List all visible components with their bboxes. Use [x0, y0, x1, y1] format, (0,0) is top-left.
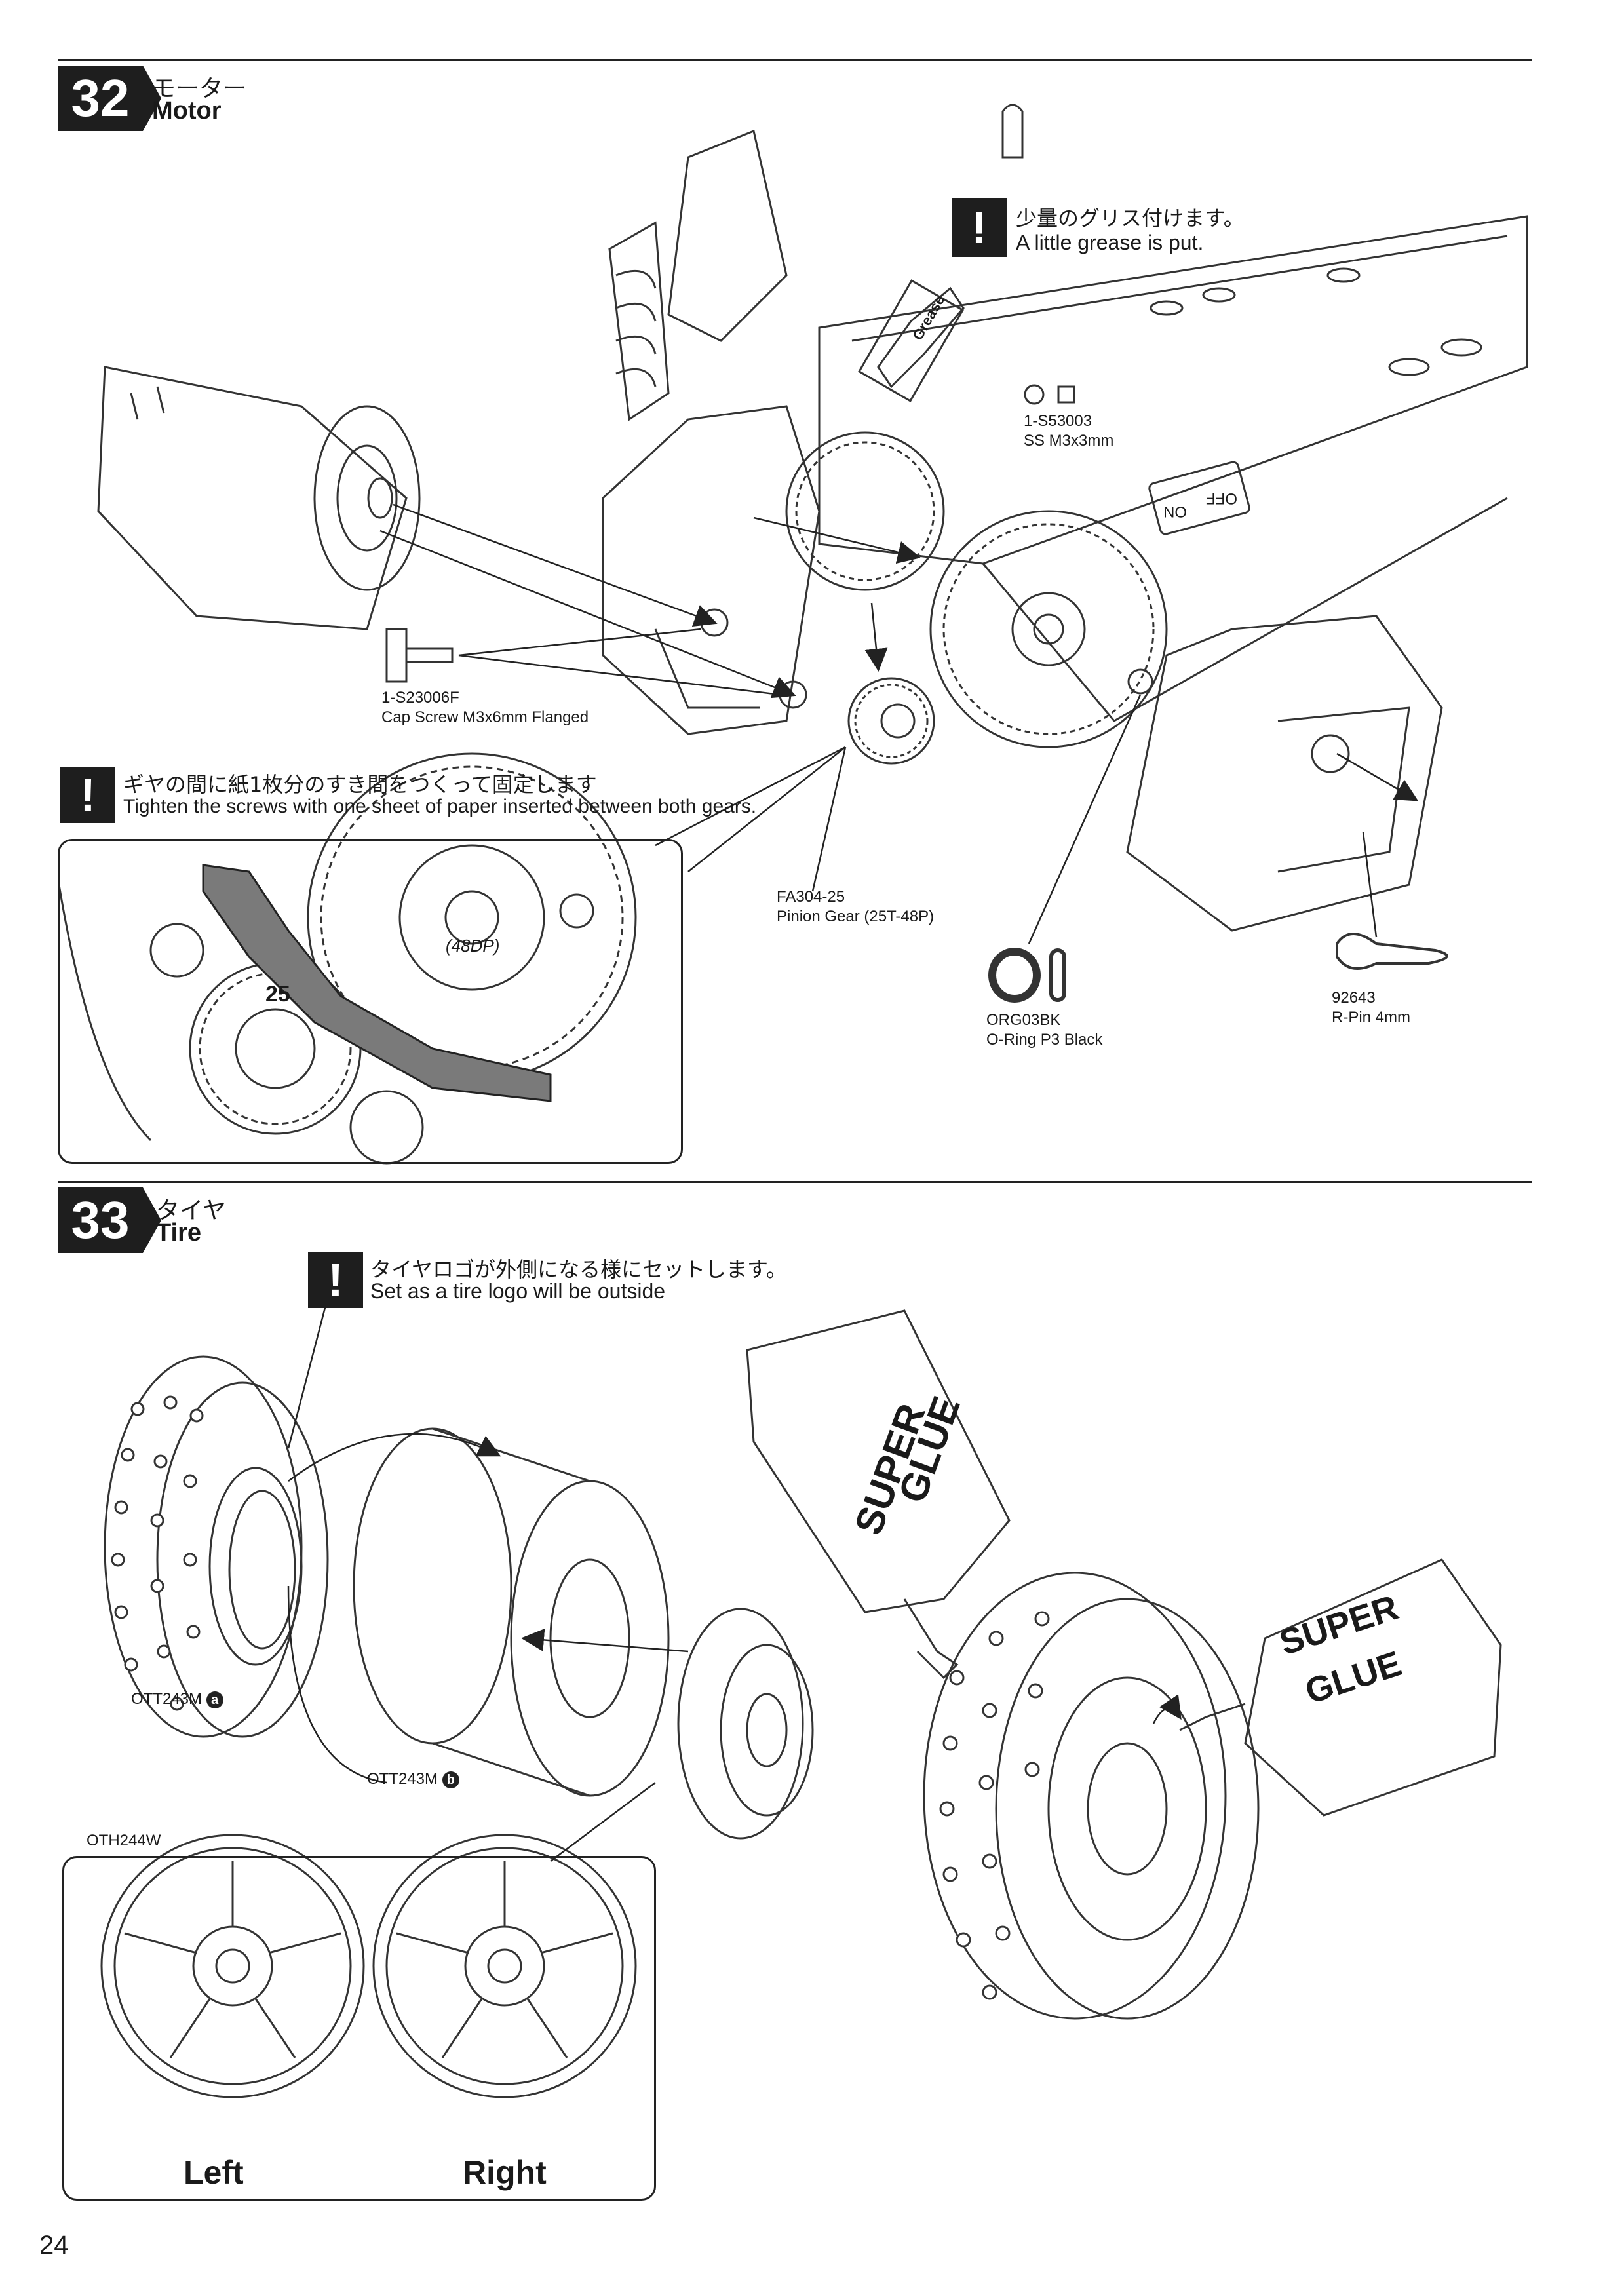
set-screw-name: SS M3x3mm	[1024, 432, 1114, 450]
gear-mesh-inset-drawing	[58, 752, 637, 1165]
wheel-right-label: Right	[463, 2154, 547, 2191]
step-33-number: 33	[58, 1187, 143, 1253]
tire-logo-note-jp: タイヤロゴが外側になる様にセットします。	[370, 1257, 787, 1282]
wheel-left-label: Left	[184, 2154, 244, 2191]
leader-lines-32	[379, 503, 1419, 944]
tire-suffix-badge: a	[206, 1691, 223, 1708]
switch-off-label: OFF	[1206, 490, 1237, 507]
step-32-number: 32	[58, 66, 143, 131]
paper-gap-note-en: Tighten the screws with one sheet of pap…	[123, 796, 757, 817]
gear-mesh-detail-inset	[58, 839, 683, 1164]
rpin-code: 92643	[1332, 989, 1376, 1007]
set-screw-code: 1-S53003	[1024, 412, 1092, 430]
step-divider-rule	[58, 1181, 1532, 1183]
cap-screw-name: Cap Screw M3x6mm Flanged	[381, 708, 589, 726]
oring-code: ORG03BK	[986, 1011, 1061, 1029]
tire-logo-note-en: Set as a tire logo will be outside	[370, 1279, 666, 1303]
grease-warning-icon: !	[952, 198, 1007, 257]
step-32-title-jp: モーター	[152, 75, 247, 102]
switch-on-label: ON	[1163, 503, 1187, 520]
inset-pinion-teeth-label: 25	[265, 982, 290, 1007]
paper-gap-warning-icon: !	[60, 767, 115, 823]
tire-logo-warning-icon: !	[308, 1252, 363, 1308]
wheel-left-right-inset	[62, 1856, 656, 2201]
grease-note-en: A little grease is put.	[1016, 231, 1204, 254]
tire-code: OTT243M	[131, 1690, 203, 1708]
leader-lines-33	[287, 1297, 1182, 1862]
step-33-title-en: Tire	[156, 1219, 202, 1246]
top-rule	[58, 59, 1532, 61]
chassis-drawing	[97, 104, 1528, 1003]
step-33-notch	[143, 1187, 161, 1253]
page-number: 24	[39, 2231, 69, 2260]
step-32-title-en: Motor	[152, 97, 222, 125]
pinion-gear-code: FA304-25	[777, 888, 845, 906]
tire-part-code: OTT243M a	[131, 1689, 223, 1709]
wheel-part-code: OTH244W	[87, 1832, 161, 1849]
paper-gap-note-jp: ギヤの間に紙1枚分のすき間をつくって固定します	[123, 772, 597, 797]
step-33-title-jp: タイヤ	[156, 1197, 226, 1224]
insert-suffix-badge: b	[442, 1771, 459, 1788]
grease-note-jp: 少量のグリス付けます。	[1016, 206, 1245, 231]
pinion-gear-name: Pinion Gear (25T-48P)	[777, 908, 935, 925]
oring-name: O-Ring P3 Black	[986, 1031, 1103, 1049]
inset-spur-pitch-label: (48DP)	[446, 936, 500, 956]
cap-screw-code: 1-S23006F	[381, 689, 459, 706]
insert-code: OTT243M	[367, 1770, 438, 1788]
tire-drawing	[100, 1309, 1502, 2098]
step-32-notch	[143, 66, 161, 131]
insert-part-code: OTT243M b	[367, 1769, 459, 1789]
rpin-name: R-Pin 4mm	[1332, 1009, 1411, 1026]
